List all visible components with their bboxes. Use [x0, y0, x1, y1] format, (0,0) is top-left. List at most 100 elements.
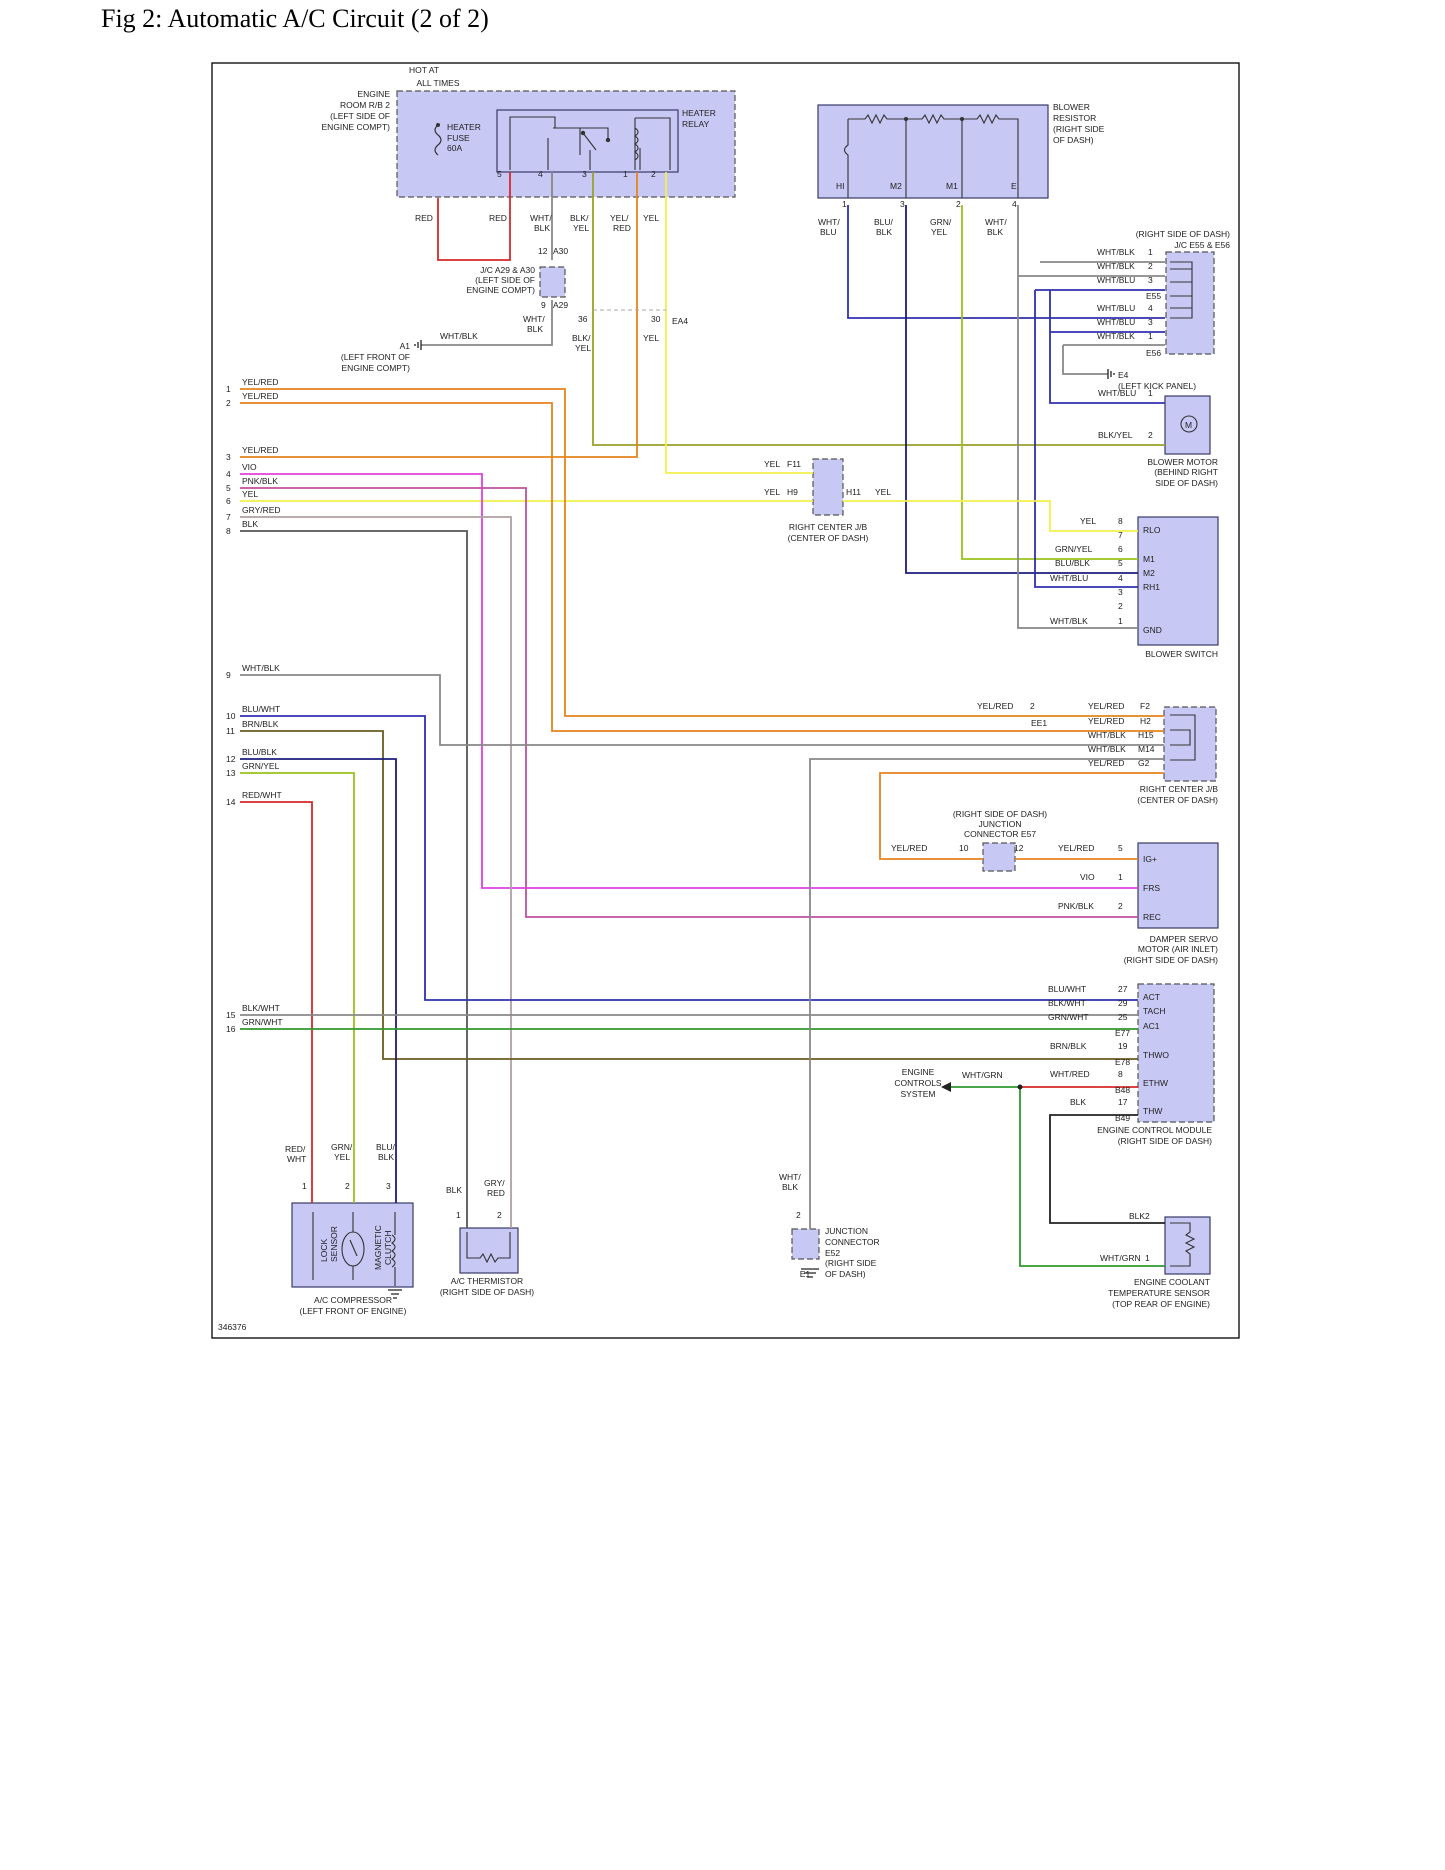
rcjb-right-label: (CENTER OF DASH)	[1137, 795, 1218, 805]
pin-label: 2	[497, 1210, 502, 1220]
pin-label: WHT/BLK	[1088, 730, 1126, 740]
wire-10-blu-wht	[240, 715, 1138, 1001]
pin-label: WHT/BLK	[1097, 331, 1135, 341]
motor-m-icon: M	[1185, 420, 1192, 430]
pin-label: BLK	[1129, 1211, 1145, 1221]
wire-color-label: YEL/RED	[242, 445, 278, 455]
ecm-connector-label: B48	[1115, 1085, 1130, 1095]
pin-label: 2	[1148, 430, 1153, 440]
pin-label: WHT/BLU	[1097, 303, 1135, 313]
pin-label: YEL/RED	[891, 843, 927, 853]
wire-number: 12	[226, 754, 236, 764]
pin-label: 2	[1118, 601, 1123, 611]
pin-label: 3	[1118, 587, 1123, 597]
pin-label: 3	[582, 169, 587, 179]
pin-label: RED	[489, 213, 507, 223]
pin-label: 8	[1118, 516, 1123, 526]
pin-label: A29	[553, 300, 568, 310]
pin-label: 4	[1012, 199, 1017, 209]
wire-number: 5	[226, 483, 231, 493]
damper-label: MOTOR (AIR INLET)	[1138, 944, 1218, 954]
pin-label: WHT/	[818, 217, 840, 227]
engine-controls-label: ENGINE	[902, 1067, 935, 1077]
wire-red	[437, 172, 511, 261]
rcjb-top-box	[812, 458, 844, 516]
pin-label: 9	[541, 300, 546, 310]
pin-label: 6	[1118, 544, 1123, 554]
blower-switch-label: BLOWER SWITCH	[1145, 649, 1218, 659]
jc-a29-label: J/C A29 & A30	[480, 265, 535, 275]
wire-yel-red	[879, 772, 1164, 860]
wire-number: 14	[226, 797, 236, 807]
pin-label: BLK/YEL	[1098, 430, 1133, 440]
rcjb-bus	[1170, 714, 1196, 761]
e4-ground-label: E4	[1118, 370, 1129, 380]
pin-label: BLK	[876, 227, 892, 237]
blower-motor-label: (BEHIND RIGHT	[1154, 467, 1218, 477]
arrow-left-icon	[941, 1082, 951, 1092]
damper-servo-box	[1137, 842, 1219, 929]
wire-wht-blk	[809, 758, 1164, 1229]
e56-label: E56	[1146, 348, 1161, 358]
jc-e52-box	[791, 1228, 820, 1260]
diagram-frame	[211, 62, 1240, 1339]
pin-label: WHT/GRN	[1100, 1253, 1141, 1263]
pin-label: WHT	[287, 1154, 306, 1164]
motor-icon	[1180, 415, 1198, 433]
compressor-label: A/C COMPRESSOR	[314, 1295, 392, 1305]
switch-pin-label: RH1	[1143, 582, 1160, 592]
a1-ground-label: ENGINE COMPT)	[342, 363, 411, 373]
jc-e55-label: (RIGHT SIDE OF DASH)	[1136, 229, 1230, 239]
ecm-connector-label: B49	[1115, 1113, 1130, 1123]
pin-label: 5	[1118, 558, 1123, 568]
wire-color-label: BRN/BLK	[242, 719, 279, 729]
e57-label: JUNCTION	[979, 819, 1022, 829]
engine-controls-label: SYSTEM	[901, 1089, 936, 1099]
rb2-label: ROOM R/B 2	[340, 100, 390, 110]
wire-wht-blu	[847, 205, 1165, 319]
pin-label: RED/	[285, 1144, 306, 1154]
pin-label: H15	[1138, 730, 1154, 740]
ground-icon	[388, 1289, 402, 1299]
wire-number: 9	[226, 670, 231, 680]
left-wire-labels: 1YEL/RED2YEL/RED3YEL/RED4VIO5PNK/BLK6YEL…	[226, 377, 283, 1034]
ecm-connector-label: E78	[1115, 1057, 1130, 1067]
all-times-label: ALL TIMES	[417, 78, 460, 88]
pin-label: 19	[1118, 1041, 1128, 1051]
wire-5-pnk-blk	[240, 487, 1138, 918]
damper-label: DAMPER SERVO	[1150, 934, 1219, 944]
pin-label: YEL	[573, 223, 589, 233]
pin-label: YEL	[334, 1152, 350, 1162]
pin-label: WHT/BLK	[1050, 616, 1088, 626]
pin-label: BLU/	[376, 1142, 396, 1152]
compressor-label: (LEFT FRONT OF ENGINE)	[300, 1306, 407, 1316]
pin-label: BLK/	[572, 333, 591, 343]
wire-color-label: GRN/YEL	[242, 761, 280, 771]
pin-label: WHT/BLU	[1050, 573, 1088, 583]
wire-number: 2	[226, 398, 231, 408]
pin-label: YEL	[643, 333, 659, 343]
resistor-node	[960, 117, 964, 121]
e52-label: (RIGHT SIDE	[825, 1258, 877, 1268]
wire-color-label: YEL/RED	[242, 391, 278, 401]
jc-a29-label: (LEFT SIDE OF	[475, 275, 535, 285]
ecm-pin-label: AC1	[1143, 1021, 1160, 1031]
pin-label: H11	[846, 487, 861, 497]
ac-thermistor-box	[459, 1227, 519, 1274]
ecm-pin-label: TACH	[1143, 1006, 1166, 1016]
pin-label: YEL/RED	[1058, 843, 1094, 853]
wire-color-label: BLU/WHT	[242, 704, 280, 714]
pin-label: 7	[1118, 530, 1123, 540]
pin-label: BLK	[1070, 1097, 1086, 1107]
wire-wht-grn	[1019, 1087, 1165, 1267]
a1-ground-label: A1	[400, 341, 411, 351]
ecm-pin-label: THW	[1143, 1106, 1162, 1116]
pin-label: YEL/RED	[1088, 701, 1124, 711]
pin-label: YEL	[575, 343, 591, 353]
compressor-internal	[312, 1212, 396, 1286]
pin-label: H9	[787, 487, 798, 497]
ecm-pin-label: THWO	[1143, 1050, 1169, 1060]
ecm-pin-label: ETHW	[1143, 1078, 1168, 1088]
wire-wht-blu	[1049, 290, 1165, 404]
